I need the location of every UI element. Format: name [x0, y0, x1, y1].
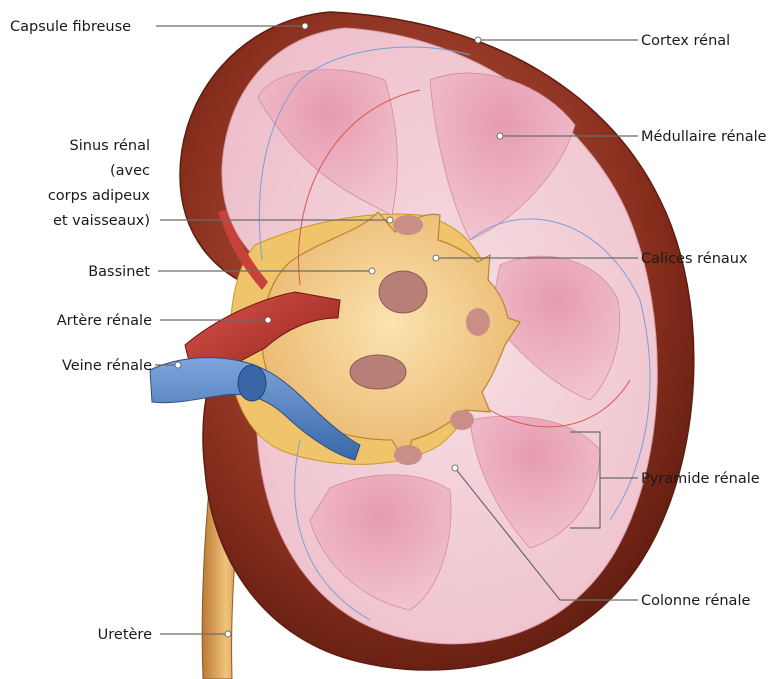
vein-lumen [238, 365, 266, 401]
label-sinus-renal-4: et vaisseaux) [53, 213, 150, 229]
label-veine-renale: Veine rénale [62, 358, 152, 374]
label-sinus-renal-1: Sinus rénal [70, 138, 150, 154]
label-capsule-fibreuse: Capsule fibreuse [10, 19, 131, 35]
label-uretere: Uretère [98, 627, 152, 643]
label-sinus-renal-2: (avec [110, 163, 150, 179]
label-artere-renale: Artère rénale [57, 313, 152, 329]
label-calices-renaux: Calices rénaux [641, 251, 748, 267]
label-sinus-renal-3: corps adipeux [48, 188, 151, 204]
label-medullaire-renale: Médullaire rénale [641, 129, 767, 145]
label-bassinet: Bassinet [88, 264, 150, 280]
label-cortex-renal: Cortex rénal [641, 33, 730, 49]
label-colonne-renale: Colonne rénale [641, 593, 750, 609]
label-pyramide-renale: Pyramide rénale [641, 471, 760, 487]
